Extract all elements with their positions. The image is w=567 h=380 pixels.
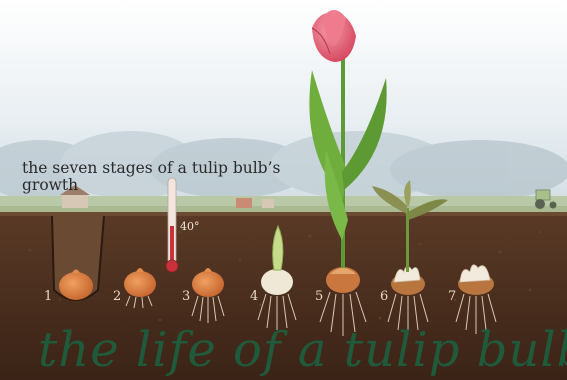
stage-number-1: 1 bbox=[44, 289, 52, 304]
stage-number-4: 4 bbox=[250, 289, 258, 304]
stage-number-6: 6 bbox=[380, 289, 388, 304]
stage-number-2: 2 bbox=[113, 289, 121, 304]
temperature-label: 40° bbox=[180, 220, 200, 233]
subtitle-line-2: growth bbox=[22, 176, 78, 194]
stage-number-5: 5 bbox=[315, 289, 323, 304]
stage-number-7: 7 bbox=[448, 289, 456, 304]
main-title: the life of a tulip bulb bbox=[38, 322, 567, 378]
subtitle-line-1: the seven stages of a tulip bulb’s bbox=[22, 159, 281, 177]
bulb-stage-1 bbox=[59, 272, 93, 300]
soil-thermometer bbox=[166, 178, 178, 272]
stage-number-3: 3 bbox=[182, 289, 190, 304]
